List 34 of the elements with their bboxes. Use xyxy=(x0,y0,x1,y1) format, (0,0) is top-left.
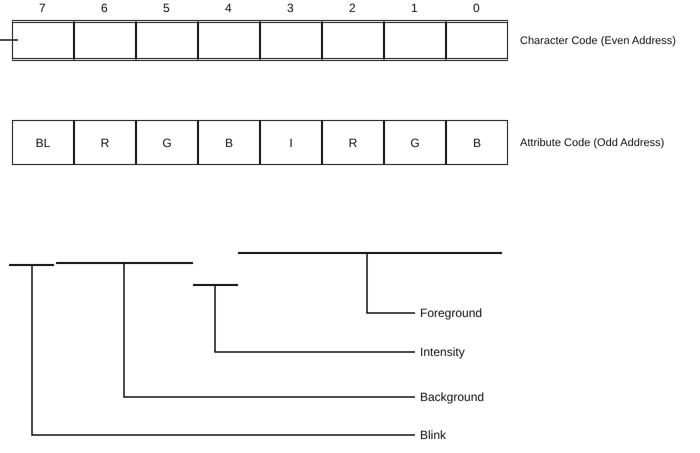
leader-line xyxy=(366,254,415,314)
bit-cell: B xyxy=(198,120,260,165)
field-label: Blink xyxy=(420,428,446,442)
bit-number: 4 xyxy=(225,1,232,15)
bit-cell xyxy=(446,20,508,61)
leader-line xyxy=(214,286,415,353)
bit-number: 0 xyxy=(473,1,480,15)
bit-cell: G xyxy=(384,120,446,165)
bit-cell: R xyxy=(322,120,384,165)
register-label: Character Code (Even Address) xyxy=(520,34,676,48)
bit-number: 1 xyxy=(411,1,418,15)
bit-cell xyxy=(322,20,384,61)
field-label: Foreground xyxy=(420,306,482,320)
bit-cell xyxy=(74,20,136,61)
bit-cell: B xyxy=(446,120,508,165)
bit-cell: R xyxy=(74,120,136,165)
bit-cell: BL xyxy=(12,120,74,165)
leader-line xyxy=(31,266,415,436)
bit-cell xyxy=(260,20,322,61)
bit-cell xyxy=(384,20,446,61)
register-label: Attribute Code (Odd Address) xyxy=(520,136,664,150)
bit-number: 2 xyxy=(349,1,356,15)
field-label: Intensity xyxy=(420,345,465,359)
bit-cell xyxy=(198,20,260,61)
leader-line xyxy=(123,264,415,398)
bit-number: 3 xyxy=(287,1,294,15)
bit-number: 7 xyxy=(39,1,46,15)
bit-cell: G xyxy=(136,120,198,165)
bit-number: 6 xyxy=(101,1,108,15)
bit-cell xyxy=(12,20,74,61)
bit-cell: I xyxy=(260,120,322,165)
bit-cell xyxy=(136,20,198,61)
field-label: Background xyxy=(420,390,484,404)
bit-number: 5 xyxy=(163,1,170,15)
